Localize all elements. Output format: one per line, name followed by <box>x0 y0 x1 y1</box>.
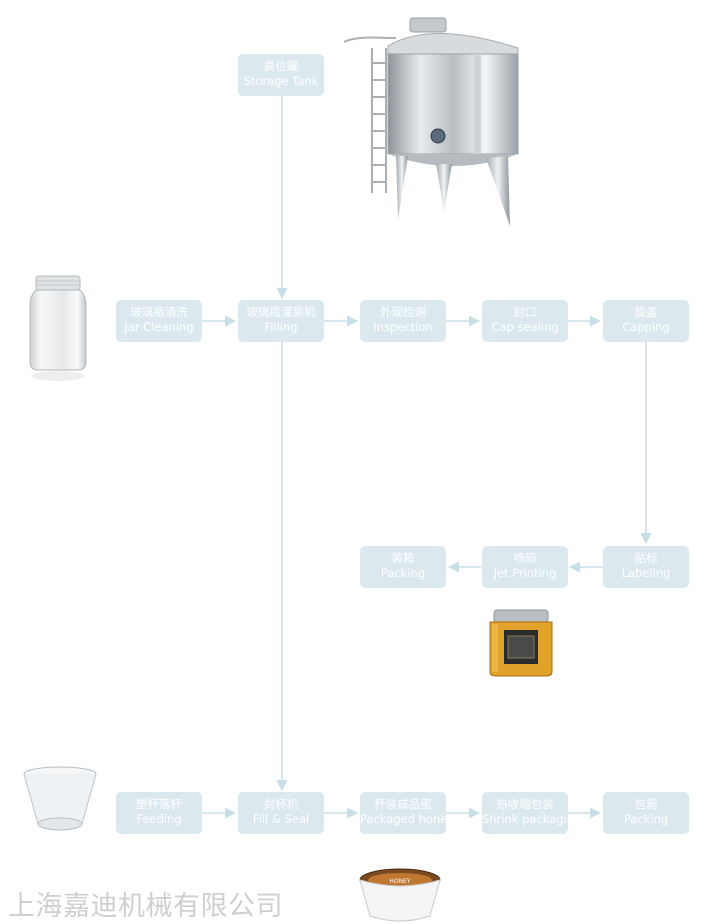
step-label-en: Capping <box>622 320 670 334</box>
step-storage-tank: 高位罐 Storage Tank <box>238 54 324 96</box>
step-label-zh: 贴标 <box>634 551 658 565</box>
step-label-zh: 封杯机 <box>263 797 299 811</box>
storage-tank-image <box>343 17 519 226</box>
step-label-en: Filling <box>264 320 298 334</box>
step-label-zh: 外观检测 <box>380 305 426 319</box>
step-capping: 旋盖 Capping <box>603 300 689 342</box>
glass-jar-image <box>29 275 87 381</box>
step-label-en: Packing <box>380 566 426 580</box>
step-label-en: Inspection <box>373 320 433 334</box>
honey-cup-label: HONEY <box>389 878 411 885</box>
step-filling: 玻璃瓶灌装机 Filling <box>238 300 324 342</box>
step-label-zh: 杯装成品蜜 <box>374 797 432 811</box>
step-label-zh: 封口 <box>513 305 537 319</box>
step-fill-seal: 封杯机 Fill & Seal <box>238 792 324 834</box>
step-label-zh: 塑杯落杯 <box>136 797 182 811</box>
step-packing-case: 装箱 Packing <box>360 546 446 588</box>
step-label-en: Labeling <box>621 566 671 580</box>
step-label-zh: 玻璃瓶清洗 <box>130 305 188 319</box>
step-jet-printing: 喷码 Jet Printing <box>482 546 568 588</box>
step-label-en: Feeding <box>136 812 182 826</box>
step-packaged-honey: 杯装成品蜜 Packaged honey <box>360 792 455 834</box>
step-jar-cleaning: 玻璃瓶清洗 Jar Cleaning <box>116 300 202 342</box>
step-cap-sealing: 封口 Cap sealing <box>482 300 568 342</box>
step-label-en: Jet Printing <box>493 566 557 580</box>
step-label-en: Cap sealing <box>491 320 559 334</box>
step-label-en: Packing <box>623 812 669 826</box>
step-label-en: Storage Tank <box>243 74 319 88</box>
step-label-zh: 热收缩包装 <box>496 797 554 811</box>
honey-jar-image <box>489 609 553 677</box>
step-label-en: Shrink packaging <box>482 812 582 826</box>
step-packing-box: 包箱 Packing <box>603 792 689 834</box>
step-labeling: 贴标 Labeling <box>603 546 689 588</box>
step-label-en: Fill & Seal <box>252 812 310 826</box>
step-label-zh: 旋盖 <box>634 305 658 319</box>
honey-cup-image: HONEY <box>359 868 441 922</box>
step-label-zh: 装箱 <box>391 551 415 565</box>
step-label-zh: 包箱 <box>634 797 658 811</box>
step-label-zh: 喷码 <box>513 551 537 565</box>
plastic-cup-image <box>23 766 97 831</box>
step-label-en: Jar Cleaning <box>124 320 194 334</box>
company-watermark: 上海嘉迪机械有限公司 <box>8 891 283 922</box>
step-feeding: 塑杯落杯 Feeding <box>116 792 202 834</box>
step-shrink-packaging: 热收缩包装 Shrink packaging <box>482 792 582 834</box>
step-label-zh: 玻璃瓶灌装机 <box>246 305 316 319</box>
step-label-en: Packaged honey <box>360 812 455 826</box>
step-inspection: 外观检测 Inspection <box>360 300 446 342</box>
step-label-zh: 高位罐 <box>263 59 299 73</box>
